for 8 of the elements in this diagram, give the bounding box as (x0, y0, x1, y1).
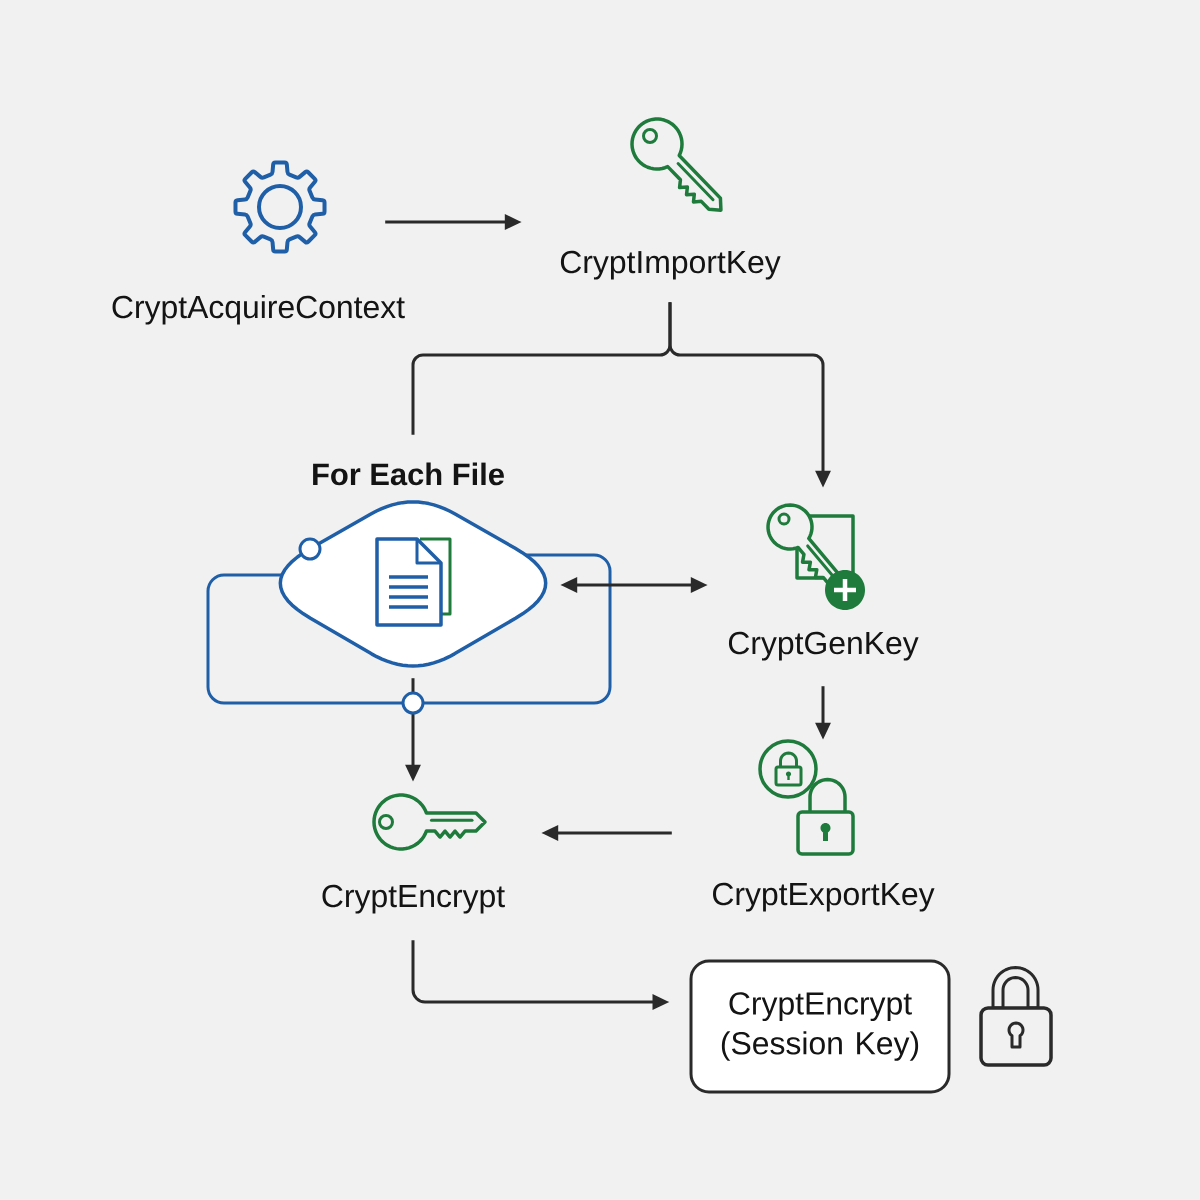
step-label: CryptEncrypt (322, 884, 505, 914)
step-label: CryptImportKey (560, 250, 781, 280)
step-label: CryptAcquireContext (112, 294, 405, 325)
process-box: CryptEncrypt (Session Key) (689, 959, 951, 1094)
loop-line (206, 553, 612, 705)
node-heading: For Each File (313, 462, 504, 486)
step-label: CryptGenKey (728, 631, 919, 661)
step-label: CryptExportKey (713, 882, 935, 912)
